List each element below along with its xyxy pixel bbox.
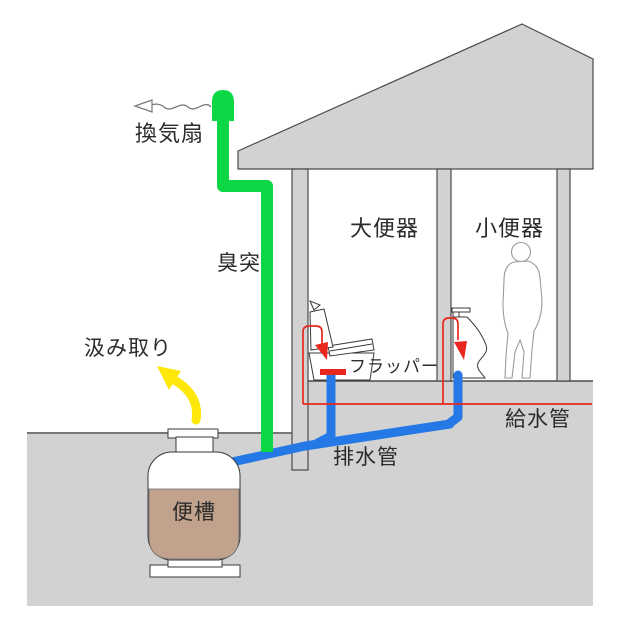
drain-pipe-label: 排水管	[333, 445, 399, 469]
drain-pipe-toilet-riser	[311, 370, 336, 449]
pump-out-arrow-tail	[171, 376, 202, 425]
supply-pipe-toilet-loop	[302, 325, 323, 404]
left-wall	[291, 168, 309, 471]
person-body	[502, 260, 543, 379]
odor-stack-pipe	[217, 114, 273, 452]
supply-pipe-urinal-loop	[442, 317, 459, 404]
toilet-seat-line	[329, 343, 373, 352]
supply-arrow-toilet	[315, 342, 328, 360]
odor-stack-label: 臭突	[217, 251, 261, 275]
vent-fan-cap	[212, 90, 234, 121]
vent-fan-label: 換気扇	[135, 122, 204, 147]
urinal-body	[452, 316, 488, 379]
person-head	[510, 241, 532, 263]
flapper-valve	[320, 369, 346, 375]
tank-neck	[175, 436, 214, 454]
drain-pipe-main-run	[227, 419, 455, 467]
exhaust-air-wave	[150, 103, 212, 110]
pump-out-label: 汲み取り	[84, 336, 172, 360]
right-wall	[556, 168, 571, 382]
middle-wall	[436, 168, 452, 382]
drain-pipe-urinal-riser	[445, 370, 463, 428]
pump-out-arrowhead	[157, 366, 181, 390]
toilet-room-label: 大便器	[350, 217, 419, 242]
supply-arrow-urinal	[454, 341, 467, 360]
water-supply-pipe-label: 給水管	[505, 407, 571, 431]
roof	[237, 23, 594, 170]
urinal-room-label: 小便器	[475, 217, 544, 242]
exhaust-air-arrowhead-icon	[133, 99, 153, 113]
tank-waste-fill	[148, 488, 240, 560]
tank-label: 便槽	[172, 500, 216, 524]
flapper-label: フラッパー	[349, 357, 439, 377]
urinal-flush-valve-bar	[451, 307, 471, 313]
toilet-flush-handle	[309, 300, 321, 311]
urinal-flush-valve-body	[452, 311, 460, 318]
